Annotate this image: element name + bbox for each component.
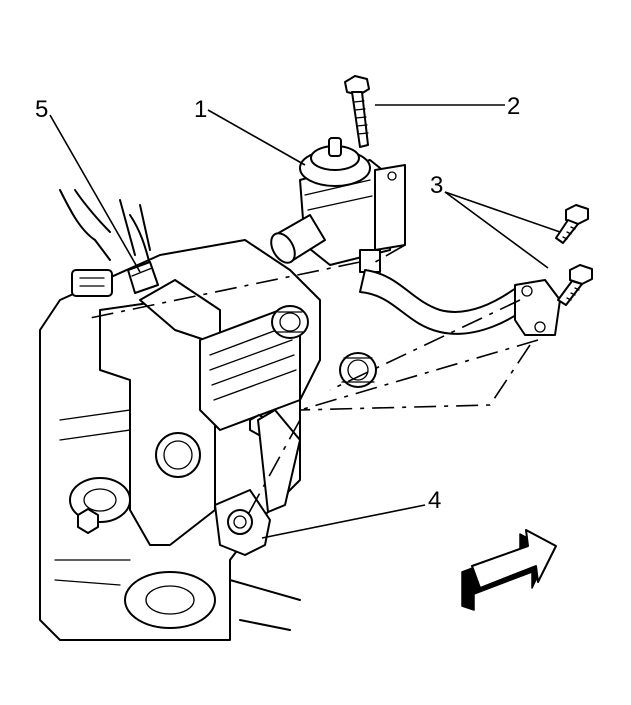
callout-1: 1	[194, 96, 207, 123]
hose-clip	[127, 261, 159, 294]
air-pipe	[359, 269, 561, 336]
leader-lines	[49, 104, 561, 539]
alignment-lines	[89, 244, 539, 521]
callout-2: 2	[507, 93, 520, 120]
exhaust-port-fitting	[339, 352, 377, 388]
bolt-2	[344, 75, 370, 148]
mounting-bracket	[214, 409, 301, 556]
bolt-3b	[557, 264, 593, 306]
valve-assembly	[270, 137, 406, 273]
front-direction-arrow-icon	[461, 529, 557, 611]
callout-3: 3	[430, 172, 443, 199]
bolt-3a	[555, 204, 589, 244]
callout-4: 4	[428, 487, 441, 514]
block-port-fitting	[271, 305, 309, 339]
callout-5: 5	[35, 96, 48, 123]
